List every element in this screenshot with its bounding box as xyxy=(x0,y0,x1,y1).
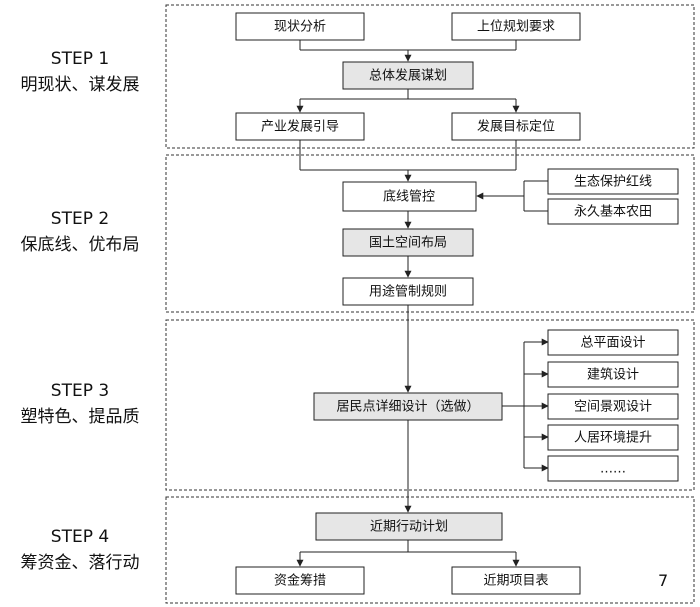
step-3-number: STEP 3 xyxy=(50,381,110,401)
connectors xyxy=(296,40,549,567)
flow-boxes xyxy=(235,12,679,595)
land-use-rules-text: 用途管制规则 xyxy=(369,284,447,300)
permanent-farmland-box xyxy=(547,198,679,225)
step-2-label: STEP 2 保底线、优布局 xyxy=(0,206,160,258)
step-4-frame xyxy=(165,496,695,604)
step-frames xyxy=(165,4,695,604)
step-3-frame xyxy=(165,319,695,491)
status-analysis-box xyxy=(235,12,365,41)
ecological-redline-text: 生态保护红线 xyxy=(574,174,652,190)
step-4-title: 筹资金、落行动 xyxy=(20,553,140,573)
step-2-frame xyxy=(165,154,695,313)
ecological-redline-box xyxy=(547,168,679,195)
development-goals-text: 发展目标定位 xyxy=(477,119,555,135)
living-environment-text: 人居环境提升 xyxy=(574,430,652,446)
settlement-design-box xyxy=(313,392,503,421)
permanent-farmland-text: 永久基本农田 xyxy=(574,205,652,220)
more-text: …… xyxy=(600,462,626,477)
landscape-box xyxy=(547,393,679,420)
master-plan-text: 总平面设计 xyxy=(580,336,645,351)
territorial-layout-box xyxy=(342,228,474,257)
step-2-number: STEP 2 xyxy=(50,209,110,229)
overall-plan-text: 总体发展谋划 xyxy=(369,68,447,84)
upper-plan-text: 上位规划要求 xyxy=(477,20,555,35)
fund-raising-text: 资金筹措 xyxy=(274,573,326,589)
landscape-text: 空间景观设计 xyxy=(574,400,652,415)
more-box xyxy=(547,455,679,482)
overall-plan-box xyxy=(342,61,474,90)
status-analysis-text: 现状分析 xyxy=(274,20,326,35)
bottom-line-control-box xyxy=(342,181,477,212)
near-term-projects-text: 近期项目表 xyxy=(483,574,548,589)
settlement-design-text: 居民点详细设计（选做） xyxy=(336,400,479,415)
architecture-box xyxy=(547,361,679,388)
step-4-number: STEP 4 xyxy=(50,527,110,547)
architecture-text: 建筑设计 xyxy=(587,367,639,383)
living-environment-box xyxy=(547,424,679,451)
fund-raising-box xyxy=(235,566,365,595)
bottom-line-control-text: 底线管控 xyxy=(383,189,435,205)
near-term-projects-box xyxy=(451,566,581,595)
page-number: 7 xyxy=(658,571,669,590)
step-1-title: 明现状、谋发展 xyxy=(20,75,140,95)
industry-guidance-box xyxy=(235,112,365,141)
step-2-title: 保底线、优布局 xyxy=(20,235,140,255)
step-1-number: STEP 1 xyxy=(50,49,110,69)
development-goals-box xyxy=(451,112,581,141)
near-term-plan-box xyxy=(315,512,503,541)
upper-plan-box xyxy=(451,12,581,41)
step-1-frame xyxy=(165,4,695,149)
step-1-label: STEP 1 明现状、谋发展 xyxy=(0,46,160,98)
master-plan-box xyxy=(547,329,679,356)
step-3-title: 塑特色、提品质 xyxy=(20,407,140,427)
flow-box-labels: 现状分析 上位规划要求 总体发展谋划 产业发展引导 发展目标定位 底线管控 生态… xyxy=(261,20,652,589)
land-use-rules-box xyxy=(342,277,474,306)
step-3-label: STEP 3 塑特色、提品质 xyxy=(0,378,160,430)
territorial-layout-text: 国土空间布局 xyxy=(369,236,447,251)
industry-guidance-text: 产业发展引导 xyxy=(261,119,339,135)
step-4-label: STEP 4 筹资金、落行动 xyxy=(0,524,160,576)
near-term-plan-text: 近期行动计划 xyxy=(370,520,448,535)
